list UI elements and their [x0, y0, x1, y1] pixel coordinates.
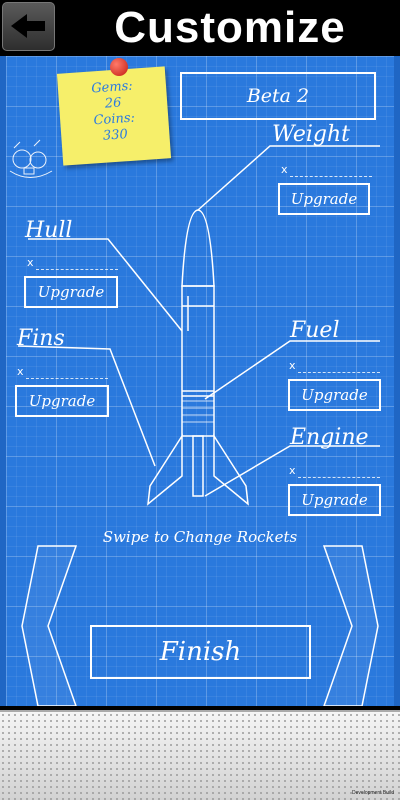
- weight-level-slots: [290, 176, 372, 177]
- fuel-upgrade-button[interactable]: Upgrade: [288, 379, 381, 411]
- weight-upgrade-button[interactable]: Upgrade: [278, 183, 370, 215]
- pushpin-icon: [110, 58, 128, 76]
- bottom-panel: Development Build: [0, 710, 400, 800]
- engine-label: Engine: [290, 425, 369, 450]
- rocket-name-box: Beta 2: [180, 72, 376, 120]
- hull-upgrade-button[interactable]: Upgrade: [24, 276, 118, 308]
- fuel-label: Fuel: [290, 318, 340, 343]
- fins-label: Fins: [17, 326, 65, 351]
- finish-button[interactable]: Finish: [90, 625, 311, 679]
- chevron-right-icon[interactable]: [322, 546, 378, 706]
- hull-label: Hull: [25, 218, 73, 243]
- back-arrow-icon: [11, 14, 45, 38]
- back-button[interactable]: [2, 2, 55, 51]
- header-bar: Customize: [0, 0, 400, 56]
- rocket-blueprint-drawing: [9, 139, 380, 706]
- fins-level-mark: x: [17, 365, 24, 378]
- development-build-label: Development Build: [352, 790, 394, 796]
- swipe-hint: Swipe to Change Rockets: [102, 528, 298, 546]
- fins-level-slots: [26, 378, 108, 379]
- currency-sticky-note: Gems: 26 Coins: 330: [56, 66, 172, 166]
- engine-upgrade-button[interactable]: Upgrade: [288, 484, 381, 516]
- engine-level-slots: [298, 477, 380, 478]
- engine-level-mark: x: [289, 464, 296, 477]
- chevron-left-icon[interactable]: [22, 546, 78, 706]
- fins-upgrade-button[interactable]: Upgrade: [15, 385, 109, 417]
- weight-label: Weight: [272, 122, 350, 147]
- weight-level-mark: x: [281, 163, 288, 176]
- fuel-level-slots: [298, 372, 380, 373]
- hull-level-slots: [36, 269, 118, 270]
- hull-level-mark: x: [27, 256, 34, 269]
- fuel-level-mark: x: [289, 359, 296, 372]
- page-title: Customize: [114, 3, 346, 52]
